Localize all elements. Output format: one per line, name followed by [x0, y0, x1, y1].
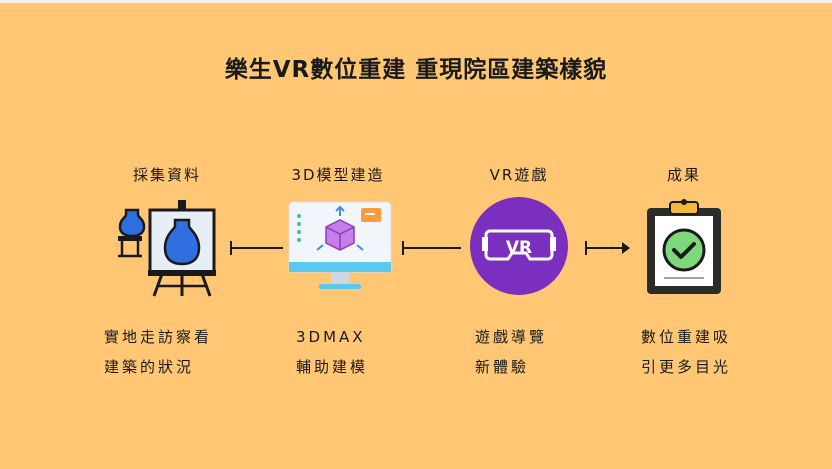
- step-label-result: 成果: [666, 166, 701, 184]
- step-label-modeling: 3D模型建造: [291, 166, 385, 184]
- step-desc-modeling-line2: 輔助建模: [296, 358, 369, 376]
- step-desc-vr-game-line1: 遊戲導覽: [475, 328, 548, 346]
- step-desc-collect: 實地走訪察看 建築的狀況: [104, 322, 304, 382]
- step-desc-vr-game: 遊戲導覽 新體驗: [475, 322, 675, 382]
- easel-vase-icon: [118, 200, 216, 297]
- step-desc-collect-line2: 建築的狀況: [104, 358, 195, 376]
- step-desc-result-line2: 引更多目光: [641, 358, 732, 376]
- step-label-collect: 採集資料: [132, 166, 201, 184]
- arrow-2: [402, 241, 461, 255]
- vr-headset-icon: VR: [470, 197, 568, 295]
- arrow-3: [585, 241, 630, 255]
- step-desc-vr-game-line2: 新體驗: [475, 358, 530, 376]
- clipboard-check-icon: [647, 199, 721, 294]
- step-desc-modeling-line1: 3DMAX: [296, 328, 366, 346]
- page-title: 樂生VR數位重建 重現院區建築樣貌: [224, 57, 608, 83]
- arrow-1: [230, 241, 283, 255]
- monitor-3d-cube-icon: [288, 201, 392, 289]
- step-desc-result: 數位重建吸 引更多目光: [641, 322, 832, 382]
- vr-headset-text: VR: [506, 238, 532, 258]
- step-desc-modeling: 3DMAX 輔助建模: [296, 322, 496, 382]
- top-border: [0, 0, 832, 3]
- step-desc-result-line1: 數位重建吸: [641, 328, 732, 346]
- step-desc-collect-line1: 實地走訪察看: [104, 328, 213, 346]
- step-label-vr-game: VR遊戲: [489, 166, 549, 184]
